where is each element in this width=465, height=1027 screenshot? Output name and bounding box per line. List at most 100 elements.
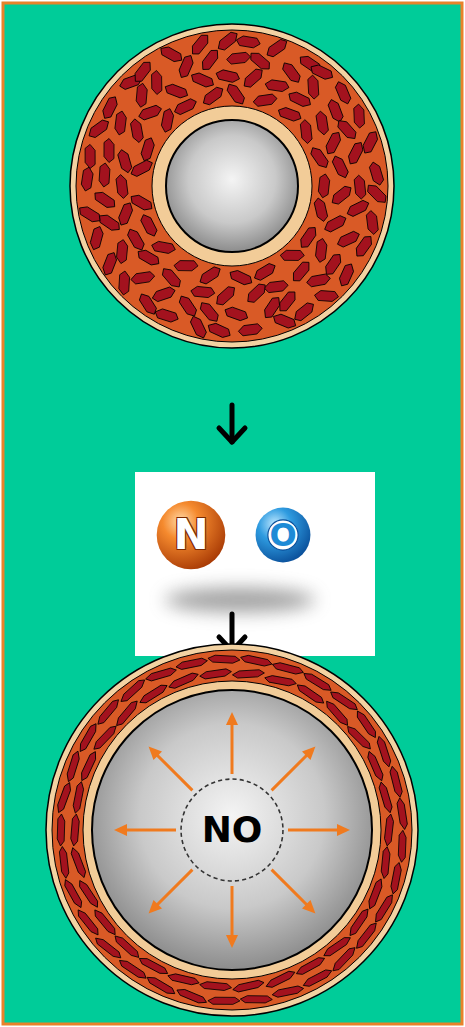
muscle-cell [199,668,232,679]
muscle-cell [280,250,304,260]
muscle-cell [117,148,133,174]
muscle-cell [131,59,154,84]
muscle-cell [139,136,156,162]
muscle-cell [315,238,328,263]
muscle-cell [315,110,329,135]
muscle-cell [57,814,65,846]
atom-symbol: N [173,514,208,556]
diffusion-arrow-head [302,900,315,913]
muscle-cell [354,175,366,200]
molecule-box [135,472,375,656]
diffusion-arrow-head [226,935,238,948]
diffusion-arrow-head [114,824,127,836]
muscle-cell [99,163,111,188]
muscle-cell [318,173,331,198]
muscle-cell [200,85,225,107]
muscle-cell [213,284,238,307]
muscle-cell [70,814,80,846]
muscle-cell [137,291,158,317]
muscle-cell [244,281,268,305]
muscle-cell [177,293,199,319]
muscle-cell [65,750,81,783]
muscle-cell [206,321,232,340]
muscle-cell [145,667,178,683]
muscle-cell [337,262,356,288]
muscle-cell [390,862,403,895]
muscle-cell [272,661,305,676]
diffusion-arrow [231,720,234,774]
muscle-cell [118,271,129,296]
muscle-cell [59,846,70,879]
muscle-cell [308,75,319,100]
muscle-cell [277,105,303,123]
diffusion-arrow-head [149,900,162,913]
muscle-cell [331,154,350,180]
muscle-cell [354,921,379,951]
muscle-cell [327,98,345,124]
muscle-cell [360,129,380,155]
muscle-cell [89,225,105,251]
muscle-cell [151,240,176,254]
muscle-cell [236,35,261,49]
muscle-cell [264,280,289,293]
muscle-cell [118,958,149,982]
muscle-cell [232,979,265,993]
muscle-cell [264,37,289,59]
dilated-vessel [46,644,418,1016]
muscle-cell [80,166,94,191]
diffusion-arrow [288,829,342,832]
muscle-cell [101,251,119,277]
muscle-cell [190,71,216,90]
muscle-cell [208,997,240,1004]
muscle-cell [190,286,215,298]
muscle-cell [139,212,159,238]
muscle-cell [189,32,212,57]
muscle-cell [376,735,393,768]
muscle-cell [175,657,208,670]
muscle-cell [100,95,120,121]
muscle-cell [226,52,251,65]
diffusion-arrow [272,870,310,908]
muscle-cell [225,81,247,106]
muscle-cell [176,987,208,1006]
muscle-cell [355,709,379,739]
muscle-cell [346,140,366,166]
muscle-cell [93,935,123,960]
muscle-cell [116,174,129,199]
muscle-cell [272,985,305,998]
muscle-cell [280,60,302,85]
muscle-cell [381,846,391,879]
muscle-cell [300,119,313,144]
muscle-cell [136,247,162,268]
muscle-cell [313,197,328,223]
muscle-cell [232,669,264,678]
muscle-cell [264,79,289,92]
muscle-cell [389,765,404,798]
molecule-shadow [165,588,315,612]
diffusion-arrow [272,752,310,790]
muscle-cell [126,227,147,253]
muscle-cell [114,110,127,135]
muscle-cell [172,97,198,116]
muscle-cell [129,158,155,178]
muscle-cell [189,314,208,340]
muscle-cell [116,239,128,264]
muscle-cell [354,104,365,128]
muscle-cell [215,30,240,53]
molecule-zone: NO [180,778,284,882]
diffusion-arrow [122,829,176,832]
muscle-cell [241,66,266,89]
muscle-cell [199,47,221,72]
muscle-cell [151,70,161,94]
atom-sphere: N [156,500,226,570]
constricted-vessel [70,24,394,348]
muscle-cell [199,981,232,991]
background-panel [3,3,462,1024]
muscle-cell [373,893,396,924]
muscle-cell [302,968,334,989]
muscle-cell [86,118,111,140]
muscle-cell [85,144,95,168]
muscle-cell [197,265,223,286]
